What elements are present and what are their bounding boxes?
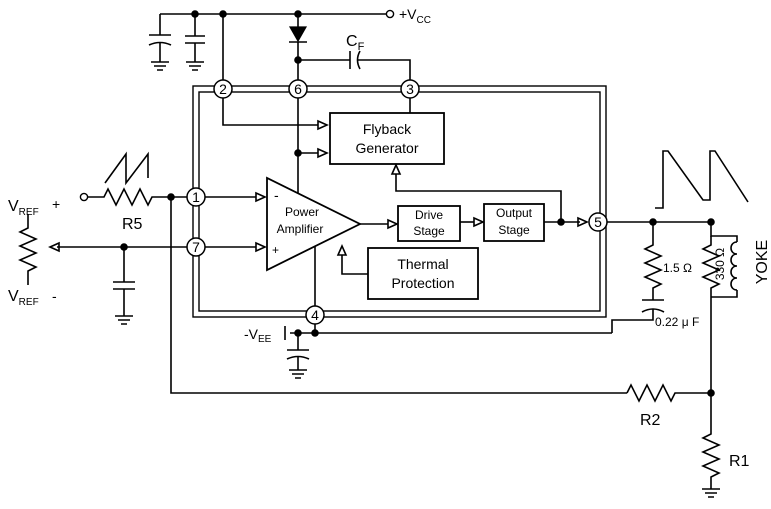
svg-text:4: 4 [311,307,319,323]
damping-cap [611,299,665,333]
vref-top-sign: + [52,196,60,212]
yoke-inductor [711,241,738,298]
amp-minus: - [274,187,279,203]
cf-label: CF [346,33,365,53]
flyback-label-line1: Flyback [363,121,412,137]
pin-4: 4 [305,305,325,325]
yoke-parallel-resistor [701,236,721,297]
vref-potentiometer [18,214,38,285]
r1-resistor [701,393,721,498]
pin-3: 3 [400,79,420,99]
svg-text:5: 5 [594,214,602,230]
amp-label-line2: Amplifier [277,222,324,236]
svg-text:3: 3 [406,81,414,97]
svg-text:7: 7 [192,239,200,255]
svg-text:2: 2 [219,81,227,97]
r2-label: R2 [640,412,661,429]
input-sawtooth-waveform [104,151,149,186]
vee-label: -VEE [244,326,272,345]
drive-label-line2: Stage [413,224,445,238]
decoupling-cap-electrolytic [148,14,172,71]
supply-diode [288,14,308,80]
decoupling-cap-ceramic [185,14,205,71]
svg-text:1: 1 [192,189,200,205]
vee-supply [284,326,612,379]
pin-7: 7 [186,237,206,257]
flyback-generator-block [329,112,445,165]
thermal-protection-block [367,247,479,300]
drive-label-line1: Drive [415,208,443,222]
vcc-rail: +VCC [160,6,431,26]
amp-label-line1: Power [285,205,319,219]
drive-stage-block [397,205,461,242]
amp-plus: + [272,243,279,257]
damping-resistor [643,222,663,300]
yoke-resistor-label: 330 Ω [713,248,727,280]
pin-5: 5 [588,212,608,232]
output-label-line1: Output [496,206,533,220]
pin7-filter-cap [113,247,135,325]
thermal-label-line2: Protection [391,275,454,291]
damping-cap-label: 0.22 μ F [655,315,699,329]
thermal-label-line1: Thermal [397,256,448,272]
vref-bottom-label: VREF [8,288,39,308]
pin-2: 2 [213,79,233,99]
output-stage-block [483,203,545,242]
svg-text:6: 6 [294,81,302,97]
vref-bottom-sign: - [52,288,57,304]
r5-resistor [79,187,187,207]
flyback-label-line2: Generator [355,140,418,156]
output-flyback-waveform [655,150,749,209]
r1-label: R1 [729,453,750,470]
r5-label: R5 [122,216,143,233]
vref-top-label: VREF [8,198,39,218]
output-label-line2: Stage [498,223,530,237]
yoke-label: YOKE [754,240,771,284]
r2-resistor [626,383,711,403]
vcc-label: +VCC [399,6,431,26]
damping-resistor-label: 1.5 Ω [663,261,692,275]
pin-6: 6 [288,79,308,99]
power-amplifier [266,176,363,272]
pin-1: 1 [186,187,206,207]
